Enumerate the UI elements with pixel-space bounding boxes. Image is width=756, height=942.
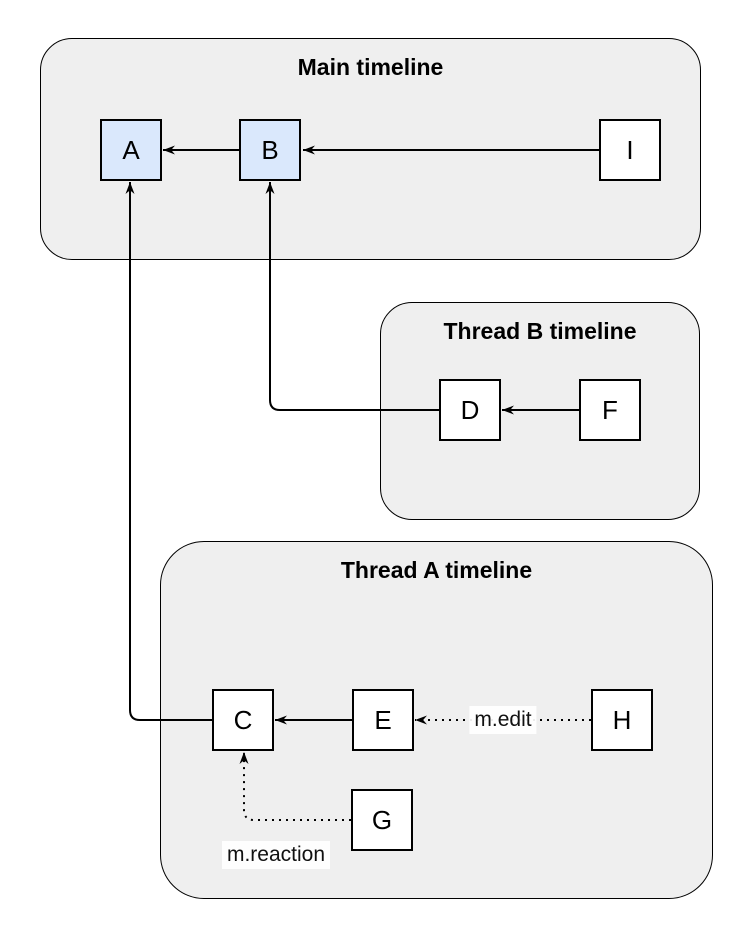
group-thread-a-timeline-title: Thread A timeline [340, 557, 533, 583]
edge-g-to-c-m-reaction [239, 752, 351, 821]
group-main-timeline-title: Main timeline [297, 54, 444, 80]
edge-label-m-edit: m.edit [469, 706, 537, 734]
node-I: I [599, 119, 661, 181]
node-D: D [439, 379, 501, 441]
node-E: E [352, 689, 414, 751]
node-H: H [591, 689, 653, 751]
group-thread-b-timeline-title: Thread B timeline [443, 318, 637, 344]
node-C: C [212, 689, 274, 751]
node-A: A [100, 119, 162, 181]
edge-label-m-reaction: m.reaction [221, 841, 331, 869]
node-G: G [351, 789, 413, 851]
edge-d-to-b [265, 182, 439, 411]
edge-c-to-a [125, 182, 212, 721]
node-B: B [239, 119, 301, 181]
node-F: F [579, 379, 641, 441]
